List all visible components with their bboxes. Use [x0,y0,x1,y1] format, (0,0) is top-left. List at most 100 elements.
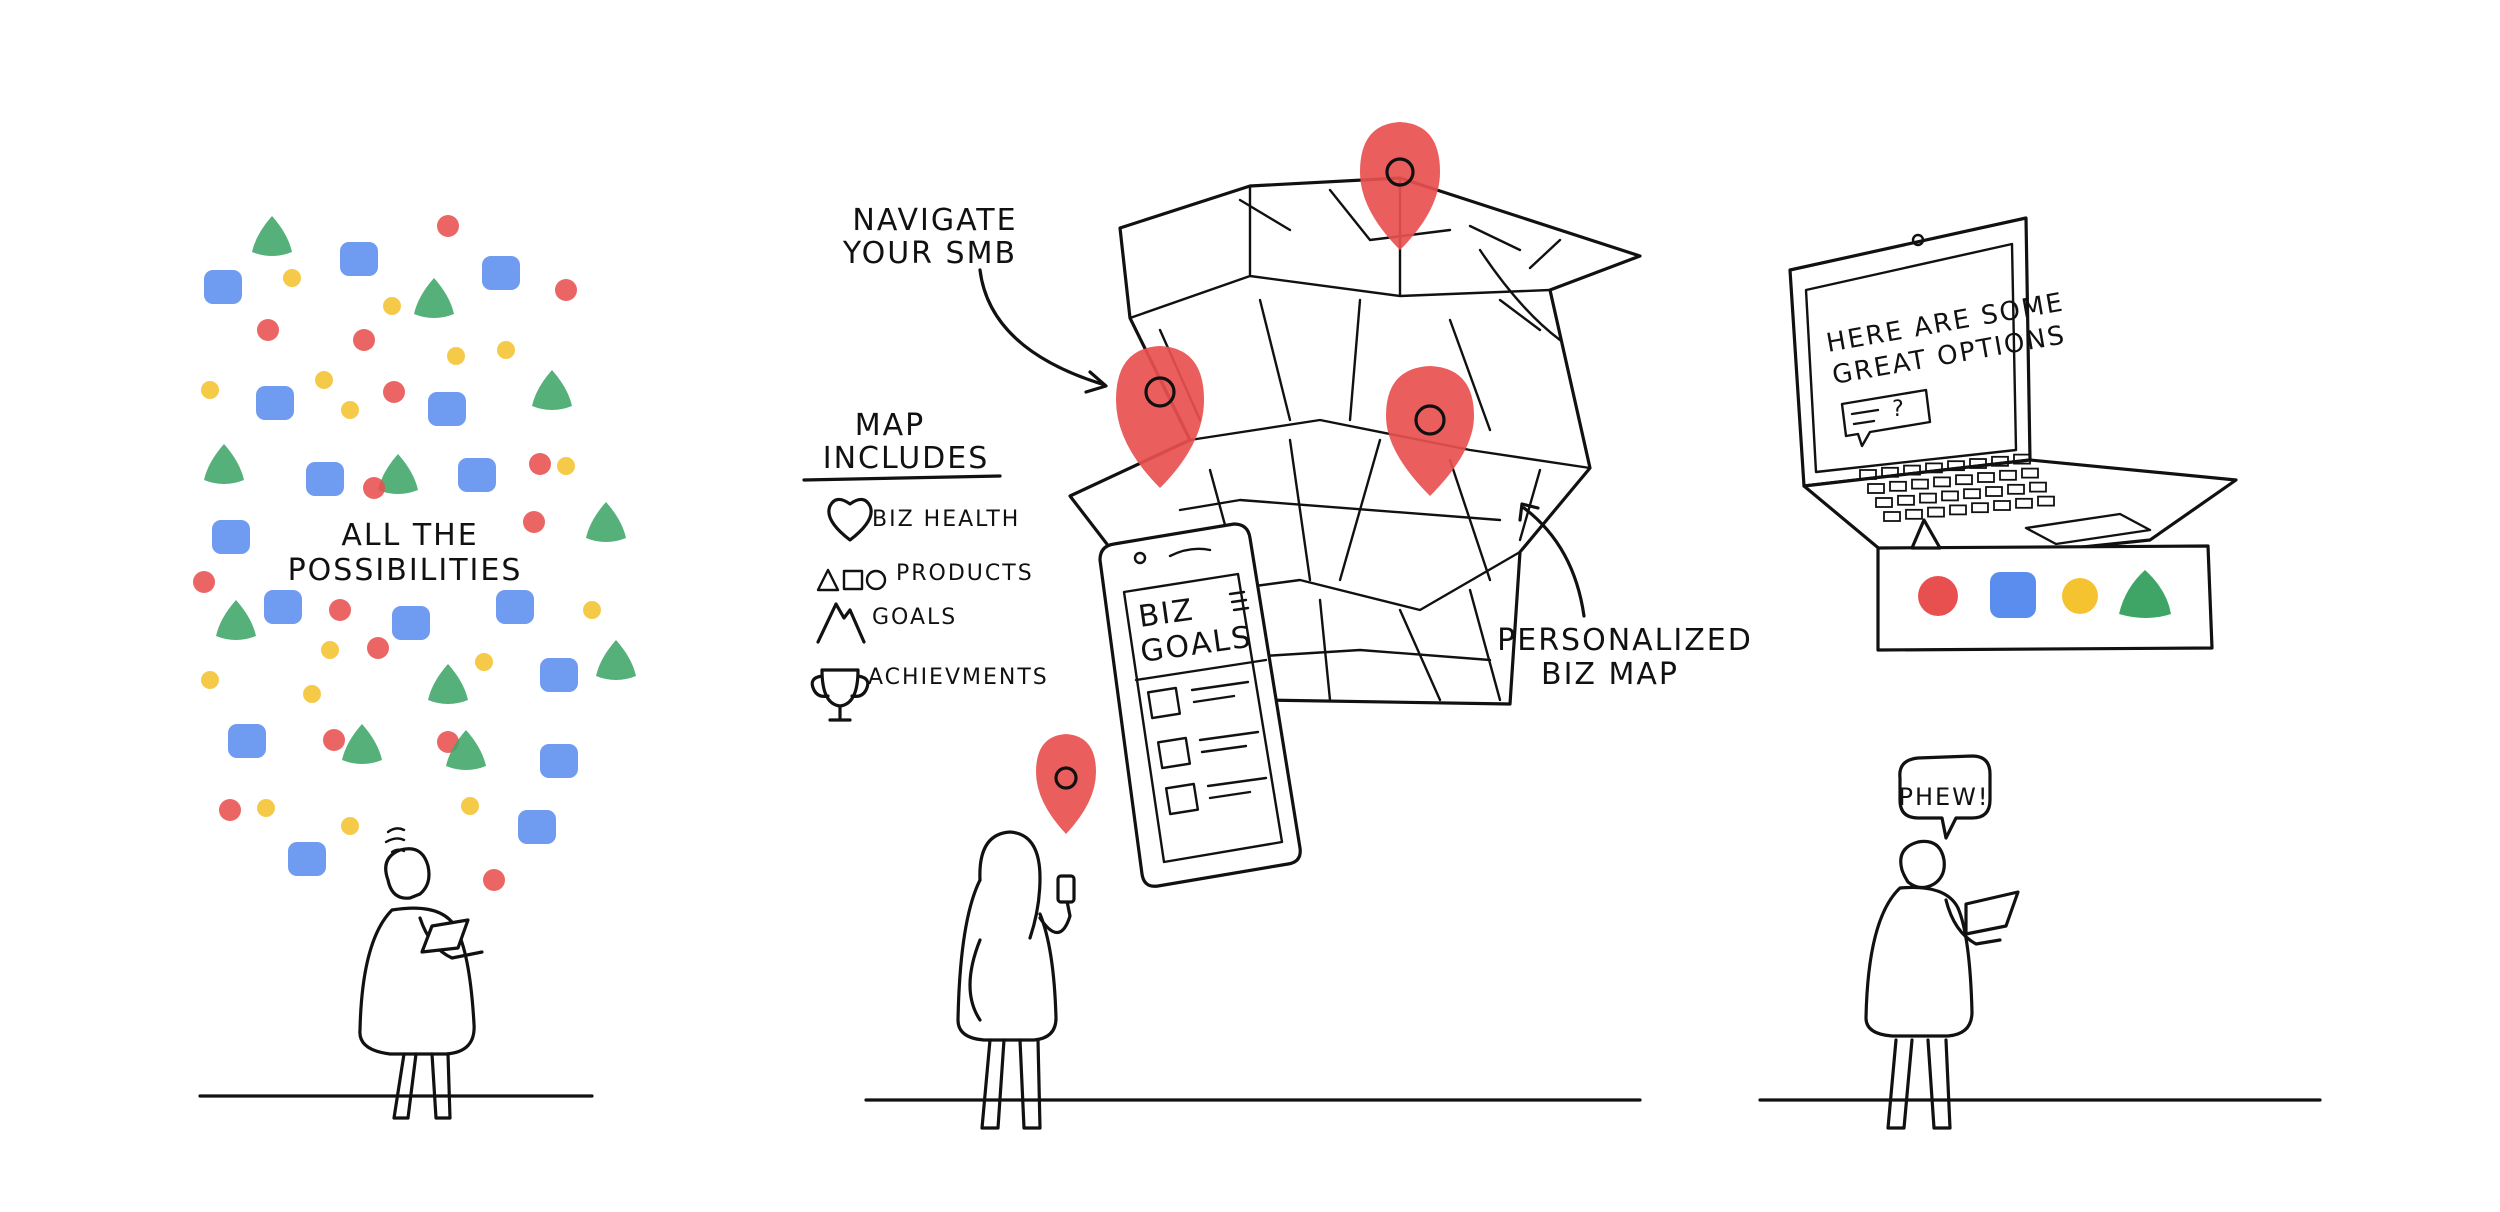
confetti-shape [264,590,302,624]
keyboard-key [1971,502,1989,514]
confetti-shape [367,637,389,659]
keyboard-key [1867,483,1885,494]
phone-title-line1: BIZ [1136,592,1196,634]
confetti-shape [555,279,577,301]
confetti-shape [252,216,292,256]
map-arrow-icon [1518,502,1586,618]
confetti-shape [414,278,454,318]
confetti-shape [532,370,572,410]
confetti-shape [523,511,545,533]
option-green-triangle[interactable] [2119,570,2171,618]
person-with-tablet-left [198,847,594,1120]
heart-icon [827,497,873,542]
keyboard-key [1933,476,1951,488]
map-callout-line1: PERSONALIZED [1497,623,1753,658]
panel-possibilities: ALL THE POSSIBILITIES [193,215,636,1120]
trophy-icon [810,668,870,722]
confetti-shape [428,392,466,426]
confetti-cloud [193,215,636,891]
confetti-shape [483,869,505,891]
confetti-shape [288,842,326,876]
location-pin-icon [1386,366,1474,496]
keyboard-key [1977,472,1995,483]
keyboard-key [2029,481,2047,493]
confetti-shape [340,242,378,276]
confetti-shape [283,269,301,287]
speech-text: PHEW! [1898,783,1989,811]
keyboard-key [1993,500,2011,511]
keyboard-key [2021,467,2039,479]
confetti-shape [306,462,344,496]
confetti-shape [341,817,359,835]
keyboard-key [1985,486,2003,497]
person-relieved-right [1758,839,2322,1130]
confetti-shape [586,502,626,542]
confetti-shape [193,571,215,593]
confetti-shape [204,444,244,484]
confetti-shape [596,640,636,680]
option-red-circle[interactable] [1918,576,1958,616]
confetti-shape [341,401,359,419]
options-card [1876,518,2214,652]
confetti-shape [458,458,496,492]
confetti-shape [428,664,468,704]
location-pin-icon [1036,734,1096,834]
keyboard [1859,453,2055,522]
confetti-shape [321,641,339,659]
confetti-shape [323,729,345,751]
confetti-shape [518,810,556,844]
confetti-shape [540,744,578,778]
keyboard-key [1941,490,1959,502]
confetti-shape [303,685,321,703]
confetti-shape [219,799,241,821]
option-blue-square[interactable] [1990,572,2036,618]
speech-bubble-phew: PHEW! [1898,754,1992,840]
confetti-shape [383,381,405,403]
possibilities-caption-line2: POSSIBILITIES [288,553,523,588]
keyboard-key [2007,483,2025,495]
legend-item-label: GOALS [872,605,957,630]
confetti-shape [329,599,351,621]
keyboard-key [1955,474,1973,486]
panel-laptop-options: HERE ARE SOME GREAT OPTIONS ? PHEW! [1758,216,2322,1130]
possibilities-caption-line1: ALL THE [341,518,478,553]
keyboard-key [1999,469,2017,481]
confetti-shape [228,724,266,758]
keyboard-key [1969,458,1987,469]
keyboard-key [1881,466,1899,478]
confetti-shape [204,270,242,304]
navigate-arrow-icon [978,268,1108,394]
mountain-icon [816,602,866,644]
location-pin-icon [1360,122,1440,250]
keyboard-key [1889,480,1907,492]
navigate-callout-line2: YOUR SMB [842,236,1017,271]
confetti-shape [496,590,534,624]
confetti-shape [540,658,578,692]
confetti-shape [257,799,275,817]
navigate-callout-line1: NAVIGATE [852,203,1017,238]
confetti-shape [201,381,219,399]
keyboard-key [2015,497,2033,509]
confetti-shape [461,797,479,815]
confetti-shape [212,520,250,554]
keyboard-key [2037,495,2055,507]
confetti-shape [437,215,459,237]
keyboard-key [1919,492,1937,504]
keyboard-key [1927,506,1945,518]
phone-biz-goals: BIZ GOALS [1098,522,1302,888]
person-with-phone-middle [864,830,1642,1130]
keyboard-key [1947,460,1965,472]
keyboard-key [1963,488,1981,500]
map-callout-line2: BIZ MAP [1541,657,1679,692]
legend-title-line1: MAP [855,408,926,443]
panel-biz-map: NAVIGATE YOUR SMB MAP INCLUDES BIZ HEALT… [802,122,1753,1130]
keyboard-key [1905,508,1923,520]
confetti-shape [257,319,279,341]
legend-item-label: PRODUCTS [896,561,1034,586]
keyboard-key [1991,455,2009,467]
confetti-shape [447,347,465,365]
keyboard-key [1911,478,1929,490]
option-yellow-circle[interactable] [2062,578,2098,614]
confetti-shape [216,600,256,640]
